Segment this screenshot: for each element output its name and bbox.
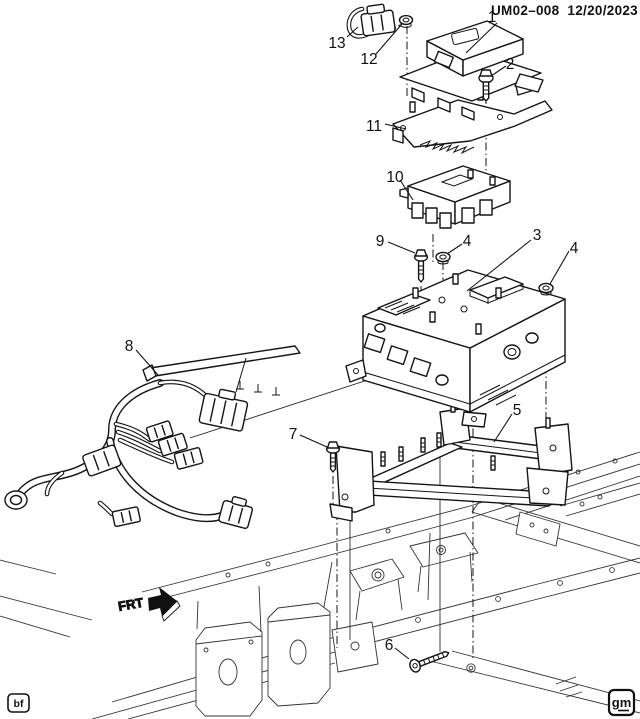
doc-id: UM02–008 [491,3,560,18]
callout-4a: 4 [463,233,472,250]
harness-round-connector [4,490,28,510]
part-3-power-module [345,269,566,428]
callout-1: 1 [488,9,497,26]
callout-2: 2 [506,56,515,73]
frt-orientation: FRT [116,587,181,622]
part-12-grommet [398,14,414,28]
callout-6: 6 [385,637,394,654]
callout-7: 7 [289,426,298,443]
part-5-mounting-frame [329,401,573,522]
callout-5: 5 [513,402,522,419]
page-title: UM02–008 12/20/2023 [491,3,638,18]
harness-connector [157,432,188,457]
alignment-lines [332,26,547,660]
doc-date: 12/20/2023 [567,3,638,18]
harness-connector [111,506,141,528]
leader-lines [135,22,570,660]
harness-connector [82,444,122,477]
corner-mark-left: bf [7,693,30,713]
callouts: 1 2 3 4 4 5 6 7 8 9 10 11 12 13 [125,9,579,654]
callout-12: 12 [360,51,377,68]
callout-13: 13 [328,35,345,52]
part-9-bolt [413,249,429,283]
bf-mark: bf [14,698,24,710]
corner-mark-gm-logo: gm [607,688,636,717]
part-2-bolt [478,69,494,102]
frt-arrow-edge [161,600,181,622]
harness-connector [173,447,204,470]
frt-label: FRT [117,595,145,614]
callout-9: 9 [376,233,385,250]
frt-arrow-icon [148,587,177,616]
part-6-bolt [409,650,450,673]
part-8-wiring-harness [4,345,301,530]
harness-connector [145,420,174,443]
part-13-connector-pigtail [346,3,404,39]
part-7-bolt [325,441,341,473]
callout-8: 8 [125,338,134,355]
callout-11: 11 [366,118,382,135]
vehicle-frame [0,451,640,719]
part-1-control-module [399,20,544,121]
gm-mark: gm [612,695,632,710]
part-4-nut-right [538,282,554,296]
callout-10: 10 [386,169,404,186]
callout-4b: 4 [570,240,579,257]
harness-connector [218,496,254,530]
part-4-nut-left [435,251,451,265]
callout-3: 3 [533,227,542,244]
part-10-junction-module [399,165,511,229]
harness-connector [198,388,249,432]
